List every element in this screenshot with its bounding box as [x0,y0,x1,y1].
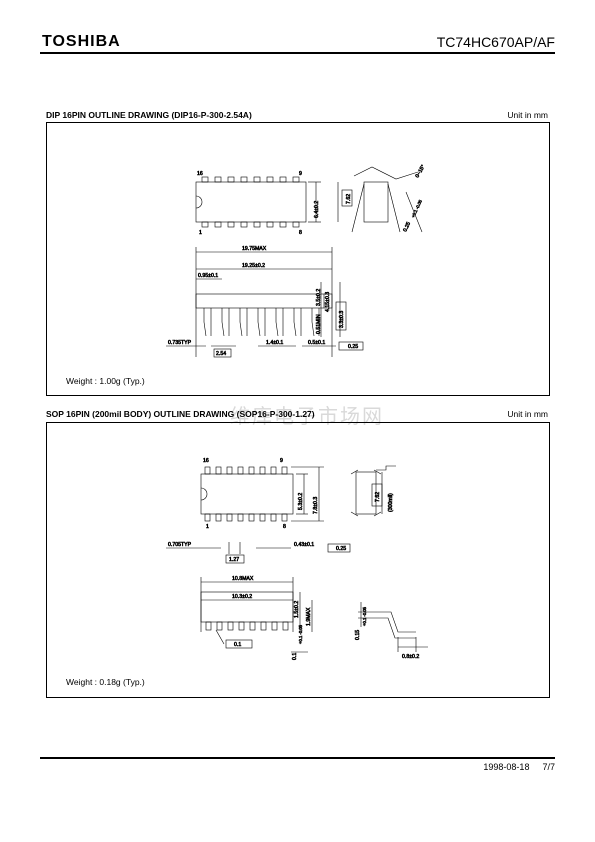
dip-pin1-label: 1 [199,230,202,236]
dip-standoff-label: 0.51MIN [316,314,322,334]
footer-rule [40,757,555,759]
dip-lead-thk-label: 0.25 [402,221,412,233]
dip-pin8-label: 8 [299,230,302,236]
footer-date: 1998-08-18 [483,762,530,772]
sop-body-w-label: 5.3±0.2 [298,493,304,510]
dip-end-lead-label: 0.95±0.1 [198,273,218,279]
watermark: 维库电子市场网 [230,404,384,428]
sop-pin1-label: 1 [206,524,209,530]
dip-pitch-label: 2.54 [216,351,226,357]
dip-len-label: 19.25±0.2 [242,263,265,269]
sop-pitch-label: 1.27 [229,557,239,563]
sop-row-spacing-label: 7.62 [375,492,381,502]
dip-ht2-label: 4.15±0.3 [325,292,331,312]
sop-standoff-label: 0.1 [292,653,298,660]
sop-coplanarity-label: 0.1 [234,642,241,648]
header-rule [40,52,555,54]
sop-row-mil-label: (300mil) [388,493,394,512]
dip-outline-drawing: 16 9 1 8 6.4±0.2 7.62 0~15° 0.25 +0.1 -0… [166,164,427,358]
sop-drawing-frame [46,422,550,698]
dip-section-title: DIP 16PIN OUTLINE DRAWING (DIP16-P-300-2… [46,110,252,120]
part-number: TC74HC670AP/AF [436,34,555,50]
dip-tol-label: 0.25 [348,344,358,350]
dip-lead-w2-label: 0.5±0.1 [308,340,325,346]
sop-lead-thk-tol: +0.1 -0.05 [362,606,367,626]
dip-pin16-label: 16 [197,171,203,177]
dip-ht1-label: 3.5±0.2 [316,289,322,306]
sop-len-label: 10.3±0.2 [232,594,252,600]
sop-pin8-label: 8 [283,524,286,530]
brand-logo: TOSHIBA [42,33,121,50]
sop-foot-label: 0.8±0.2 [402,654,419,660]
sop-section-title: SOP 16PIN (200mil BODY) OUTLINE DRAWING … [46,409,315,419]
sop-overall-w-label: 7.8±0.3 [313,497,319,514]
sop-pitch-typ-label: 0.705TYP [168,542,192,548]
sop-pin16-label: 16 [203,458,209,464]
footer-page: 7/7 [542,762,555,772]
dip-pitch-typ-label: 0.735TYP [168,340,192,346]
sop-lead-thk-label: 0.15 [355,630,361,640]
footer: 1998-08-18 7/7 [483,762,555,772]
sop-tol-label: 0.25 [336,546,346,552]
dip-weight: Weight : 1.00g (Typ.) [66,376,145,386]
sop-unit: Unit in mm [507,409,548,419]
sop-ht-max-label: 1.9MAX [306,607,312,626]
dip-drawing-frame [46,122,550,396]
sop-standoff-tol: +0.1 -0.05 [298,624,303,644]
dip-width-label: 6.4±0.2 [314,201,320,218]
dip-row-spacing-label: 7.62 [346,194,352,204]
dip-lead-angle-label: 0~15° [415,164,427,179]
sop-ht-label: 1.5±0.2 [294,601,300,618]
dip-unit: Unit in mm [507,110,548,120]
sop-weight: Weight : 0.18g (Typ.) [66,677,145,687]
sop-len-max-label: 10.8MAX [232,576,254,582]
sop-outline-drawing: 16 9 1 8 5.3±0.2 7.8±0.3 7.62 (300mil) 0… [166,458,428,660]
dip-lead-len-label: 3.3±0.3 [339,311,345,328]
dip-pin9-label: 9 [299,171,302,177]
dip-lead-w1-label: 1.4±0.1 [266,340,283,346]
sop-lead-w-label: 0.43±0.1 [294,542,314,548]
sop-pin9-label: 9 [280,458,283,464]
dip-len-max-label: 19.75MAX [242,246,267,252]
